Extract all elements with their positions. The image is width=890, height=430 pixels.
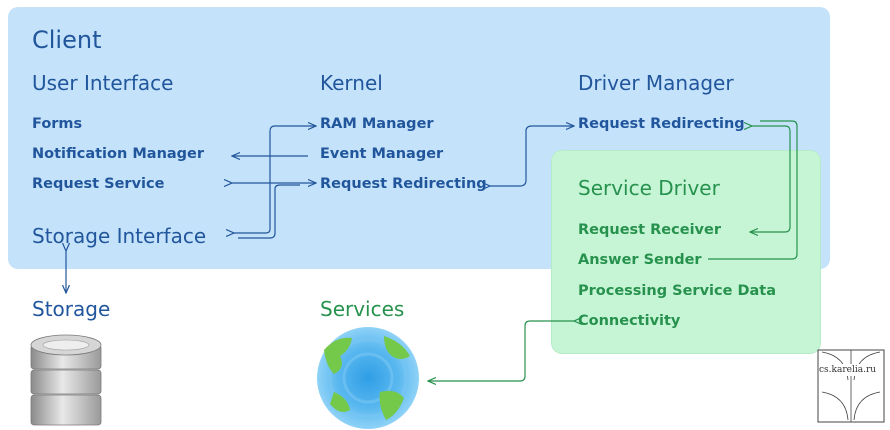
user-interface-heading: User Interface xyxy=(32,71,174,95)
database-icon xyxy=(30,334,102,426)
arrow-connectivity-services xyxy=(428,321,574,381)
arrow-storage-interface-ram xyxy=(234,126,316,233)
service-driver-region xyxy=(552,151,820,353)
driver-manager-heading: Driver Manager xyxy=(578,71,734,95)
driver-item-request-redirecting: Request Redirecting xyxy=(578,116,745,132)
kernel-item-request-redirecting: Request Redirecting xyxy=(320,176,487,192)
arrow-sender-to-driver xyxy=(708,120,798,260)
storage-heading: Storage xyxy=(32,297,111,321)
kernel-heading: Kernel xyxy=(320,71,383,95)
sd-item-request-receiver: Request Receiver xyxy=(578,222,721,238)
ui-item-forms: Forms xyxy=(32,116,83,132)
kernel-item-ram-manager: RAM Manager xyxy=(320,116,434,132)
storage-interface-heading: Storage Interface xyxy=(32,224,207,248)
ui-item-notification-manager: Notification Manager xyxy=(32,146,205,162)
kernel-item-event-manager: Event Manager xyxy=(320,146,444,162)
globe-icon xyxy=(317,327,419,429)
sd-item-answer-sender: Answer Sender xyxy=(578,252,702,268)
karelia-logo xyxy=(817,349,885,423)
sd-item-connectivity: Connectivity xyxy=(578,313,681,329)
arrow-driver-to-receiver xyxy=(750,126,791,232)
service-driver-heading: Service Driver xyxy=(578,176,720,200)
logo-text: cs.karelia.ru xyxy=(819,365,877,375)
arrow-kernel-driver xyxy=(490,126,574,186)
sd-item-processing-service-data: Processing Service Data xyxy=(578,283,777,299)
services-heading: Services xyxy=(320,297,405,321)
ui-item-request-service: Request Service xyxy=(32,176,165,192)
arrow-storage-interface-redirect xyxy=(238,184,300,239)
client-title: Client xyxy=(32,26,102,54)
